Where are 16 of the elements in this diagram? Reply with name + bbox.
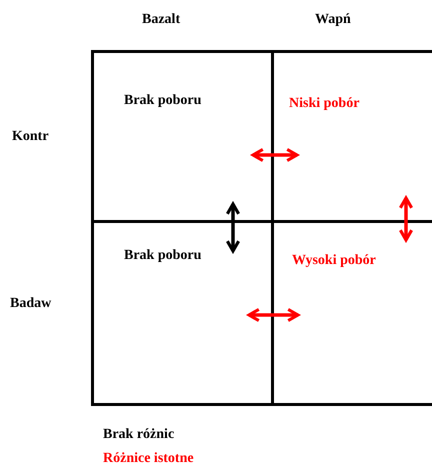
table-cell [91, 220, 274, 406]
legend-text: Brak różnic [103, 427, 174, 443]
double-arrow [251, 148, 299, 162]
cell-text: Brak poboru [124, 93, 202, 109]
table-cell [91, 50, 274, 223]
cell-text: Niski pobór [289, 96, 360, 112]
double-arrow [247, 308, 300, 322]
header-label: Badaw [10, 296, 52, 312]
header-label: Bazalt [142, 12, 180, 28]
legend-text: Różnice istotne [103, 451, 194, 466]
double-arrow [398, 196, 414, 242]
cell-text: Brak poboru [124, 248, 202, 264]
cell-text: Wysoki pobór [292, 253, 376, 269]
header-label: Kontr [12, 129, 49, 145]
double-arrow [226, 202, 240, 253]
header-label: Wapń [315, 12, 351, 28]
